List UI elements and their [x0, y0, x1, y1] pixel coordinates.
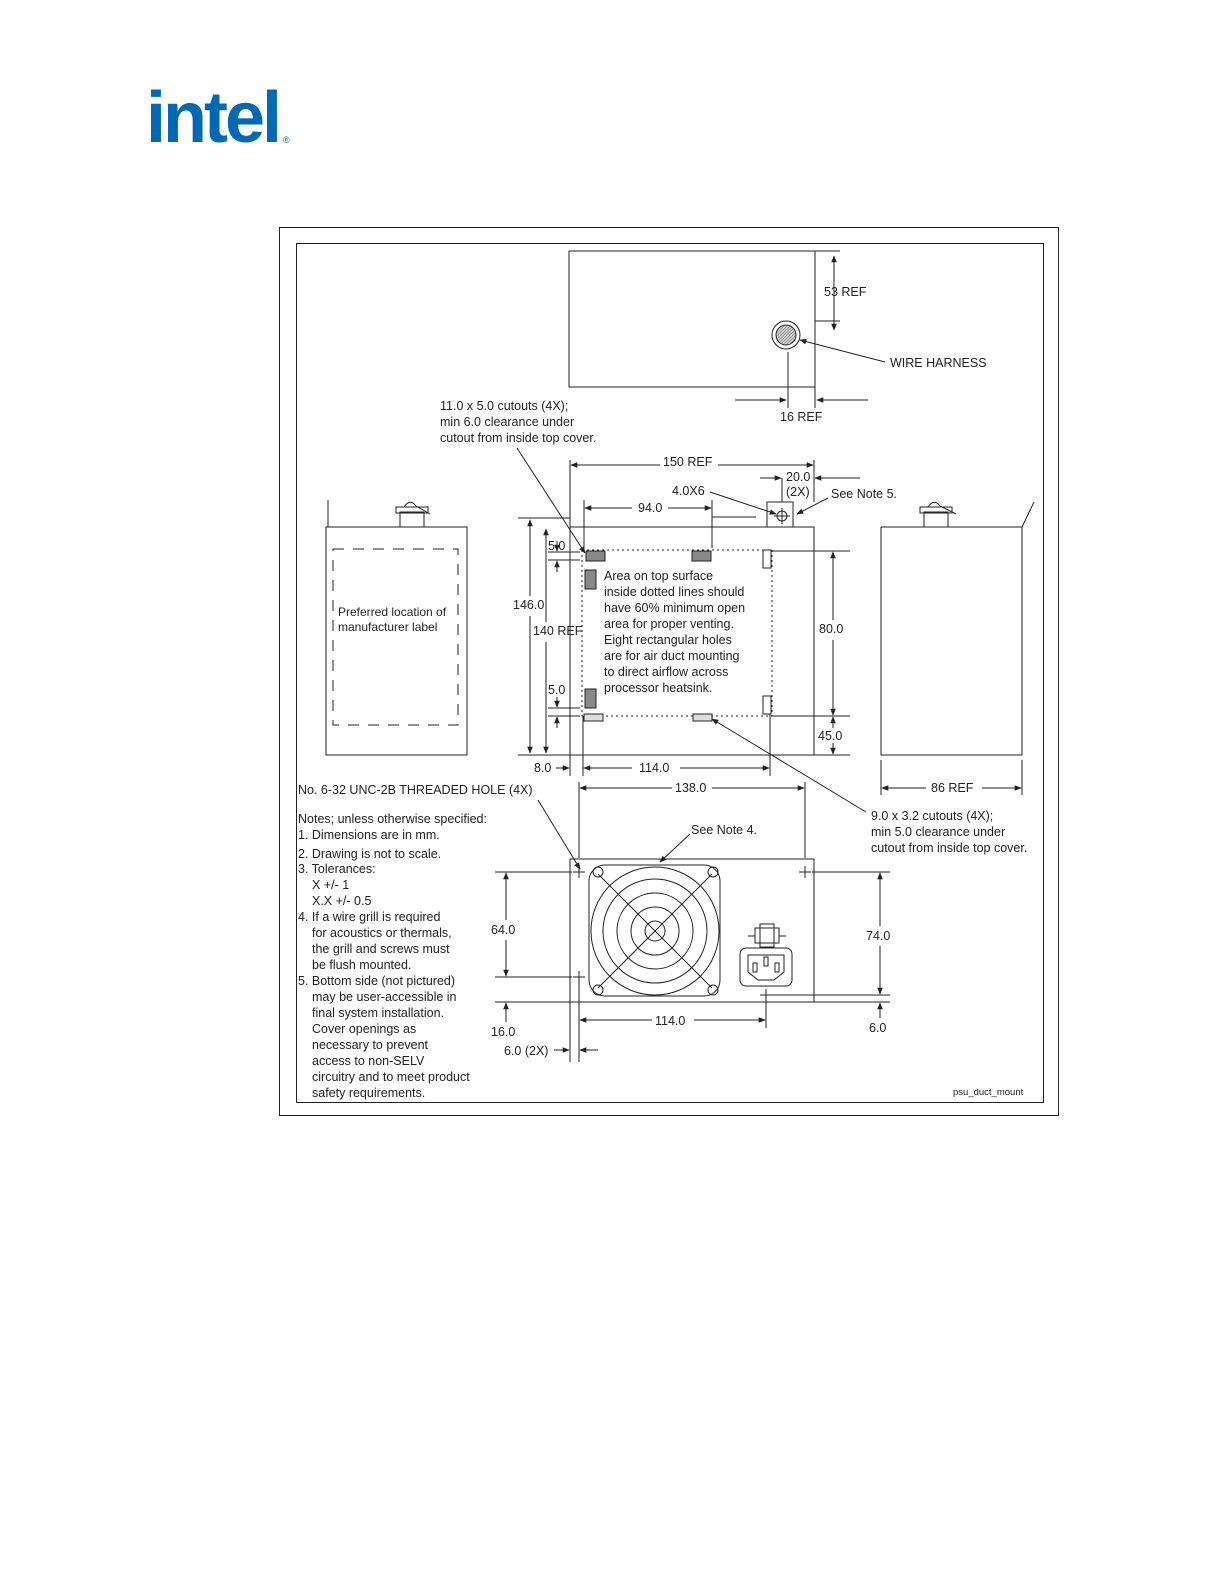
- note-line: final system installation.: [312, 1006, 444, 1020]
- note-line: necessary to prevent: [312, 1038, 429, 1052]
- cutout-11x5: [584, 688, 597, 709]
- label-location-line-1: Preferred location of: [338, 605, 447, 619]
- note-line: for acoustics or thermals,: [312, 926, 452, 940]
- note-line: Cover openings as: [312, 1022, 416, 1036]
- note-line: be flush mounted.: [312, 958, 411, 972]
- see-note-4: See Note 4.: [691, 823, 757, 837]
- venting-note-line: Eight rectangular holes: [604, 633, 732, 647]
- wire-harness-label: WIRE HARNESS: [890, 356, 987, 370]
- logo-wordmark: intel: [146, 82, 279, 152]
- ac-inlet-icon: [739, 947, 793, 987]
- cutouts-bottom-line-2: min 5.0 clearance under: [871, 825, 1005, 839]
- cutouts-top-line-3: cutout from inside top cover.: [440, 431, 596, 445]
- dim-138: 138.0: [675, 781, 706, 795]
- dim-20: 20.0: [786, 470, 810, 484]
- logo-registered-mark: ®: [283, 135, 290, 145]
- note-line: circuitry and to meet product: [312, 1070, 470, 1084]
- venting-note-line: have 60% minimum open: [604, 601, 745, 615]
- plan-view-outline: [569, 526, 815, 756]
- left-connector-icon: [395, 501, 431, 528]
- venting-note-line: Area on top surface: [604, 569, 713, 583]
- right-side-view-outline: [880, 526, 1023, 756]
- venting-note-line: area for proper venting.: [604, 617, 734, 631]
- venting-area-dotted: [581, 549, 773, 717]
- cutouts-bottom-line-1: 9.0 x 3.2 cutouts (4X);: [871, 809, 993, 823]
- cutout-9x3: [692, 713, 713, 722]
- left-side-view-outline: [325, 526, 468, 756]
- note-line: X.X +/- 0.5: [312, 894, 371, 908]
- label-location-line-2: manufacturer label: [338, 620, 437, 634]
- dim-94: 94.0: [638, 501, 662, 515]
- venting-note-line: to direct airflow across: [604, 665, 728, 679]
- wire-harness-icon: [771, 320, 801, 350]
- venting-note-line: are for air duct mounting: [604, 649, 740, 663]
- note-line: X +/- 1: [312, 878, 349, 892]
- note-line: 5. Bottom side (not pictured): [298, 974, 455, 988]
- cutout-9x3: [762, 695, 772, 715]
- mount-hole-block: [766, 501, 794, 528]
- front-view-outline: [569, 858, 815, 1003]
- cutouts-bottom-line-3: cutout from inside top cover.: [871, 841, 1027, 855]
- note-line: 1. Dimensions are in mm.: [298, 828, 440, 842]
- dim-5-bottom: 5.0: [548, 683, 565, 697]
- dim-150-ref: 150 REF: [663, 455, 713, 469]
- label-area-dashed: [332, 548, 459, 726]
- note-line: safety requirements.: [312, 1086, 425, 1100]
- figure-frame: [279, 227, 1059, 1116]
- cutouts-top-line-2: min 6.0 clearance under: [440, 415, 574, 429]
- cutout-11x5: [585, 550, 606, 562]
- dim-20-count: (2X): [786, 485, 810, 499]
- dim-114-front: 114.0: [655, 1014, 685, 1028]
- right-connector-icon: [919, 501, 957, 528]
- dim-146: 146.0: [513, 598, 544, 612]
- notes-heading: Notes; unless otherwise specified:: [298, 812, 487, 826]
- dim-64: 64.0: [491, 923, 515, 937]
- dim-5-top: 5.0: [548, 539, 565, 553]
- cutout-9x3: [583, 713, 604, 722]
- venting-note: Area on top surface inside dotted lines …: [604, 569, 745, 695]
- note-line: the grill and screws must: [312, 942, 450, 956]
- top-view-outline: [568, 250, 816, 388]
- power-switch-icon: [748, 923, 786, 948]
- dim-16: 16.0: [491, 1025, 515, 1039]
- figure-border: [296, 243, 1044, 1103]
- notes-block: Notes; unless otherwise specified: 1. Di…: [298, 812, 487, 1100]
- dim-74: 74.0: [866, 929, 890, 943]
- drawing-id: psu_duct_mount: [953, 1087, 1024, 1098]
- cutout-11x5: [584, 569, 597, 590]
- note-line: 3. Tolerances:: [298, 862, 376, 876]
- venting-note-line: processor heatsink.: [604, 681, 712, 695]
- dim-16-ref: 16 REF: [780, 410, 823, 424]
- cutout-9x3: [762, 549, 772, 569]
- note-line: may be user-accessible in: [312, 990, 457, 1004]
- cutouts-top-line-1: 11.0 x 5.0 cutouts (4X);: [440, 399, 568, 413]
- hole-4x6-label: 4.0X6: [672, 484, 705, 498]
- fan-grill-icon: [588, 864, 721, 997]
- dim-86-ref: 86 REF: [931, 781, 974, 795]
- dim-114-plan: 114.0: [639, 761, 669, 775]
- dim-45: 45.0: [818, 729, 842, 743]
- venting-note-line: inside dotted lines should: [604, 585, 744, 599]
- dim-53-ref: 53 REF: [824, 285, 867, 299]
- note-line: 4. If a wire grill is required: [298, 910, 440, 924]
- intel-logo: intel ®: [146, 78, 296, 158]
- threaded-hole-label: No. 6-32 UNC-2B THREADED HOLE (4X): [298, 783, 533, 797]
- threaded-hole-icon: [573, 866, 811, 1001]
- note-line: access to non-SELV: [312, 1054, 425, 1068]
- dim-140-ref: 140 REF: [533, 624, 583, 638]
- note-line: 2. Drawing is not to scale.: [298, 847, 441, 861]
- dim-80: 80.0: [819, 622, 843, 636]
- see-note-5: See Note 5.: [831, 487, 897, 501]
- dim-6: 6.0: [869, 1021, 886, 1035]
- cutout-11x5: [691, 550, 712, 562]
- dim-8: 8.0: [534, 761, 551, 775]
- dim-6-2x: 6.0 (2X): [504, 1044, 548, 1058]
